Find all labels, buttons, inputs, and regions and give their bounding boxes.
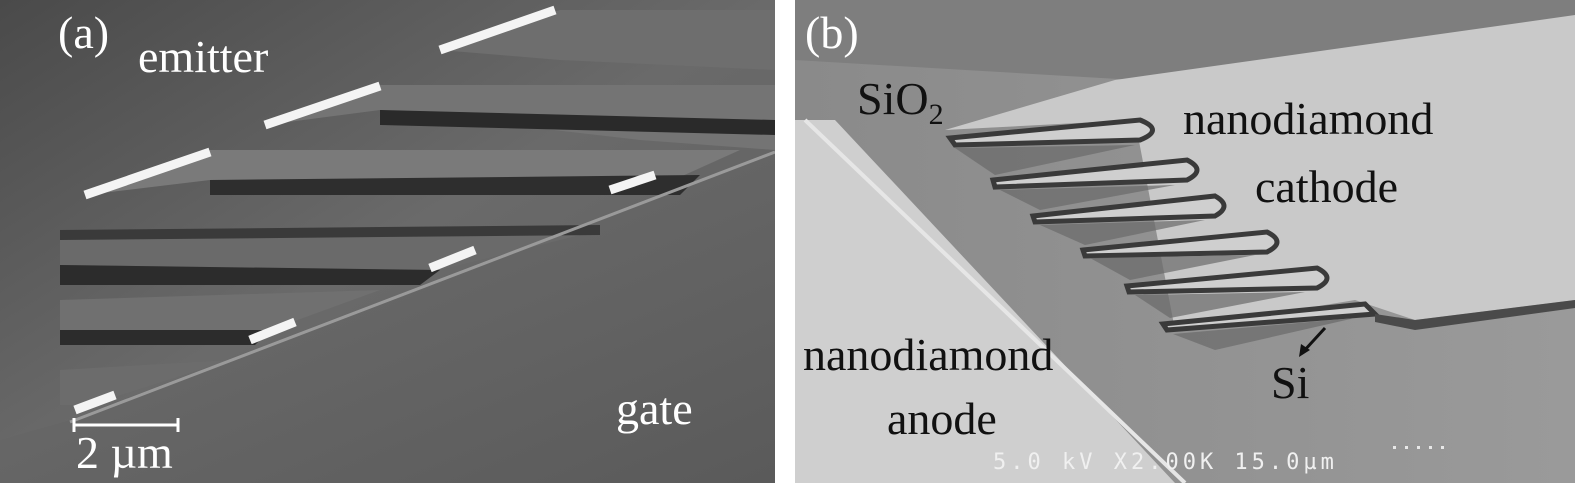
panel-a-sem-image: (a) emitter gate 2 µm — [0, 0, 775, 483]
sio2-label: SiO2 — [857, 76, 944, 130]
cathode-plate — [945, 15, 1575, 330]
scale-bar-label: 2 µm — [76, 427, 173, 478]
panel-b-letter: (b) — [805, 7, 859, 58]
anode-plate — [795, 120, 1175, 483]
panel-b-sem-image: (b) SiO2 nanodiamond cathode nanodiamond… — [795, 0, 1575, 483]
panel-b-micrograph — [795, 0, 1575, 483]
anode-label-line1: nanodiamond — [803, 329, 1054, 380]
si-label: Si — [1271, 357, 1310, 408]
cathode-tips — [945, 117, 1575, 350]
panel-a-micrograph — [0, 0, 775, 483]
sio2-label-main: SiO — [857, 73, 929, 124]
anode-label-line2: anode — [887, 393, 997, 444]
emitter-label: emitter — [138, 31, 269, 82]
emitter-fingers — [60, 5, 775, 424]
gate-label: gate — [616, 383, 693, 434]
sem-info-dots — [1393, 446, 1444, 449]
cathode-label-line1: nanodiamond — [1183, 93, 1434, 144]
sio2-label-subscript: 2 — [928, 98, 944, 132]
panel-a-letter: (a) — [58, 7, 110, 58]
cathode-label-line2: cathode — [1255, 161, 1399, 212]
scale-bar — [72, 418, 180, 432]
sem-info-bar: 5.0 kV X2.00K 15.0µm — [993, 450, 1338, 475]
